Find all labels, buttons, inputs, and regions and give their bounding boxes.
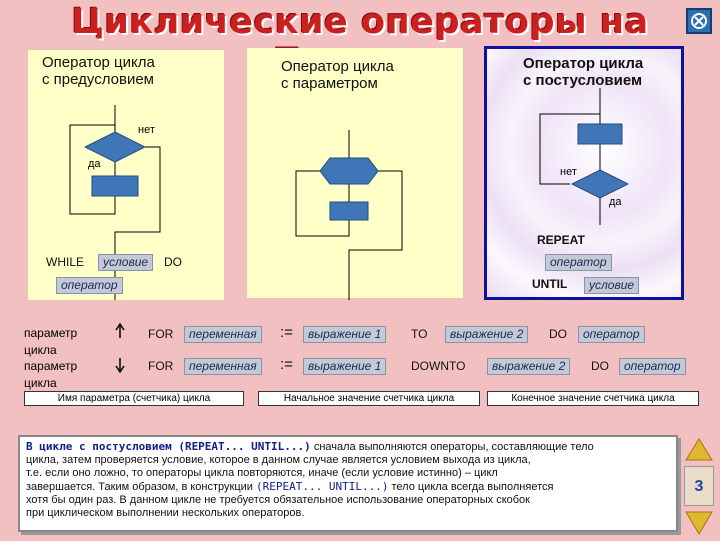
while-do-keyword: DO bbox=[164, 255, 182, 269]
postcondition-yes-label: да bbox=[609, 196, 622, 208]
description-line-1-text: сначала выполняются операторы, составляю… bbox=[310, 441, 594, 453]
while-keyword: WHILE bbox=[46, 255, 85, 269]
parameter-title-line1: Оператор цикла bbox=[281, 58, 394, 75]
for-variable-tag-1: переменная bbox=[184, 326, 262, 343]
description-box: В цикле с постусловием (REPEAT... UNTIL.… bbox=[18, 435, 678, 532]
end-value-caption: Конечное значение счетчика цикла bbox=[487, 391, 699, 406]
repeat-operator-tag: оператор bbox=[545, 254, 612, 271]
postcondition-flowchart bbox=[539, 88, 601, 225]
description-lead: В цикле с постусловием (REPEAT... UNTIL.… bbox=[26, 440, 311, 453]
parameter-hexagon bbox=[319, 157, 379, 185]
for-do-keyword-1: DO bbox=[549, 327, 567, 341]
for-expr1-tag-1: выражение 1 bbox=[303, 326, 387, 343]
close-icon bbox=[691, 13, 707, 29]
description-line-4c: тело цикла всегда выполняется bbox=[388, 481, 554, 493]
direction-arrows bbox=[115, 322, 125, 374]
arrow-up-icon bbox=[115, 322, 125, 338]
description-line-4a: завершается. Таким образом, в конструкци… bbox=[26, 481, 256, 493]
description-line-1: В цикле с постусловием (REPEAT... UNTIL.… bbox=[26, 440, 670, 454]
parameter-title: Оператор цикла с параметром bbox=[281, 58, 394, 92]
close-button[interactable] bbox=[686, 8, 712, 34]
while-condition-tag: условие bbox=[98, 254, 154, 271]
postcondition-diamond bbox=[570, 169, 630, 199]
postcondition-title: Оператор цикла с постусловием bbox=[523, 55, 643, 89]
param-label-b: цикла bbox=[24, 343, 57, 357]
arrow-down-icon bbox=[115, 358, 125, 374]
flowcharts bbox=[69, 88, 630, 300]
param-label-c: параметр bbox=[24, 359, 78, 373]
precondition-title-line1: Оператор цикла bbox=[42, 54, 155, 71]
precondition-body-block bbox=[91, 175, 139, 197]
triangle-up-icon bbox=[685, 438, 713, 461]
repeat-keyword: REPEAT bbox=[537, 233, 585, 247]
for-assign-2: := bbox=[280, 356, 293, 373]
description-line-3: т.е. если оно ложно, то операторы цикла … bbox=[26, 467, 498, 479]
for-expr1-tag-2: выражение 1 bbox=[303, 358, 387, 375]
parameter-title-line2: с параметром bbox=[281, 75, 378, 92]
postcondition-no-label: нет bbox=[560, 166, 577, 178]
for-variable-tag-2: переменная bbox=[184, 358, 262, 375]
for-assign-1: := bbox=[280, 324, 293, 341]
triangle-down-icon bbox=[685, 511, 713, 535]
prev-slide-button[interactable] bbox=[684, 436, 714, 467]
precondition-title-line2: с предусловием bbox=[42, 71, 154, 88]
postcondition-body-block bbox=[577, 123, 623, 145]
while-operator-tag: оператор bbox=[56, 277, 123, 294]
for-operator-tag-2: оператор bbox=[619, 358, 686, 375]
precondition-diamond bbox=[83, 131, 147, 163]
downto-keyword: DOWNTO bbox=[411, 359, 466, 373]
precondition-title: Оператор цикла с предусловием bbox=[42, 54, 155, 88]
param-name-caption: Имя параметра (счетчика) цикла bbox=[24, 391, 244, 406]
for-keyword-1: FOR bbox=[148, 327, 174, 341]
param-label-d: цикла bbox=[24, 376, 57, 390]
until-keyword: UNTIL bbox=[532, 277, 568, 291]
description-line-4b: (REPEAT... UNTIL...) bbox=[255, 480, 389, 493]
description-line-4: завершается. Таким образом, в конструкци… bbox=[26, 480, 670, 494]
precondition-no-label: нет bbox=[138, 124, 155, 136]
parameter-flowchart bbox=[295, 130, 403, 300]
description-line-2: цикла, затем проверяется условие, которо… bbox=[26, 454, 531, 466]
next-slide-button[interactable] bbox=[684, 508, 714, 541]
for-expr2-tag-2: выражение 2 bbox=[487, 358, 571, 375]
description-line-6: при циклическом выполнении нескольких оп… bbox=[26, 507, 305, 519]
start-value-caption: Начальное значение счетчика цикла bbox=[258, 391, 480, 406]
postcondition-title-line1: Оператор цикла bbox=[523, 55, 644, 72]
description-line-5: хотя бы один раз. В данном цикле не треб… bbox=[26, 494, 530, 506]
precondition-yes-label: да bbox=[88, 158, 101, 170]
for-do-keyword-2: DO bbox=[591, 359, 609, 373]
for-operator-tag-1: оператор bbox=[578, 326, 645, 343]
postcondition-title-line2: с постусловием bbox=[523, 72, 643, 89]
slide-number: 3 bbox=[684, 466, 714, 506]
until-condition-tag: условие bbox=[584, 277, 640, 294]
to-keyword: TO bbox=[411, 327, 428, 341]
for-keyword-2: FOR bbox=[148, 359, 174, 373]
for-expr2-tag-1: выражение 2 bbox=[445, 326, 529, 343]
param-label-a: параметр bbox=[24, 326, 78, 340]
parameter-body-block bbox=[329, 201, 369, 221]
